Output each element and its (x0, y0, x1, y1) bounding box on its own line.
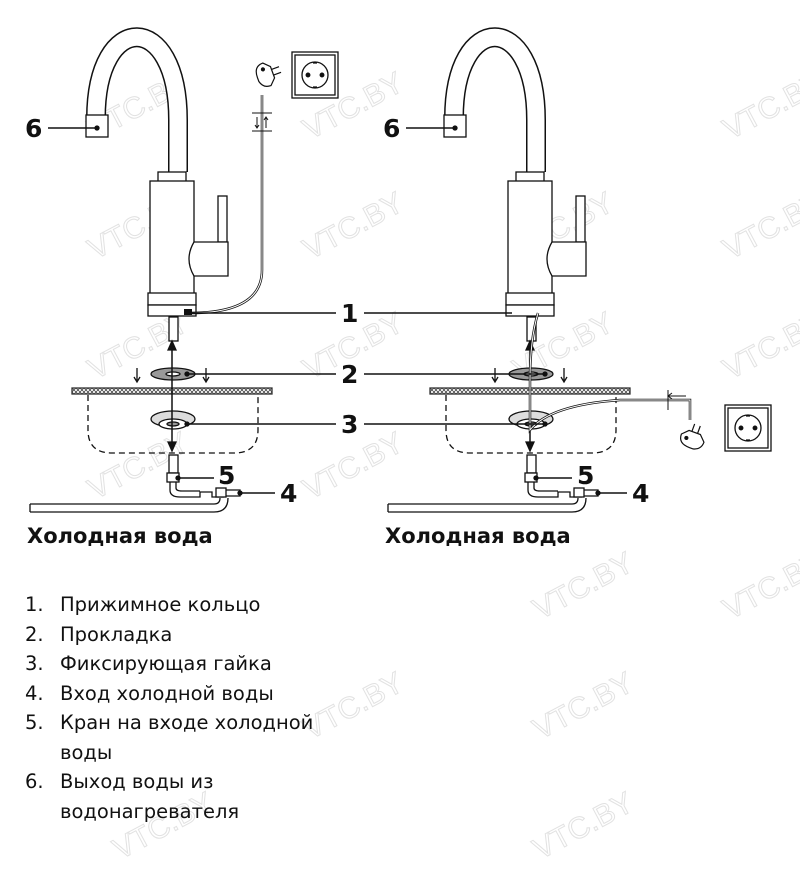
legend-num: 1. (25, 593, 44, 616)
callout-6: 6 (25, 114, 42, 143)
legend-item: 1. Прижимное кольцо (25, 590, 370, 620)
watermark: VTC.BY (718, 186, 800, 266)
callout-5: 5 (218, 461, 235, 490)
legend-item: 4. Вход холодной воды (25, 679, 370, 709)
legend-num: 5. (25, 711, 44, 734)
legend-num: 6. (25, 770, 44, 793)
watermark: VTC.BY (528, 786, 639, 866)
callout-5: 5 (577, 461, 594, 490)
callout-6: 6 (383, 114, 400, 143)
legend-list: 1. Прижимное кольцо 2. Прокладка 3. Фиксиру… (25, 590, 370, 826)
callout-1: 1 (341, 299, 358, 328)
faucet-right (388, 37, 772, 512)
watermark: VTC.BY (718, 306, 800, 386)
legend-text: Выход воды из водонагревателя (60, 770, 240, 823)
watermark: VTC.BY (718, 66, 800, 146)
leader-lines (48, 127, 627, 494)
callout-3: 3 (341, 410, 358, 439)
legend-text: Кран на входе холодной воды (60, 711, 314, 764)
caption-left: Холодная вода (27, 524, 213, 548)
callout-4: 4 (280, 479, 297, 508)
legend-text: Вход холодной воды (60, 681, 274, 705)
watermark: VTC.BY (528, 666, 639, 746)
power-plug-icon (677, 420, 710, 453)
legend-num: 3. (25, 652, 44, 675)
watermark: VTC.BY (528, 546, 639, 626)
legend-text: Фиксирующая гайка (60, 652, 272, 675)
power-socket-icon (291, 51, 339, 99)
callout-4: 4 (632, 479, 649, 508)
callout-2: 2 (341, 360, 358, 389)
legend-num: 4. (25, 681, 44, 705)
legend-item: 2. Прокладка (25, 620, 370, 650)
legend-item: 6. Выход воды из водонагревателя (25, 767, 370, 826)
legend-num: 2. (25, 622, 44, 646)
watermark: VTC.BY (298, 186, 409, 266)
legend-item: 5. Кран на входе холодной воды (25, 708, 370, 767)
power-plug-icon (252, 57, 285, 90)
legend-text: Прижимное кольцо (60, 593, 261, 616)
legend-item: 3. Фиксирующая гайка (25, 649, 370, 679)
legend-text: Прокладка (60, 622, 173, 646)
caption-right: Холодная вода (385, 524, 571, 548)
watermark: VTC.BY (718, 546, 800, 626)
power-socket-icon (724, 404, 772, 452)
